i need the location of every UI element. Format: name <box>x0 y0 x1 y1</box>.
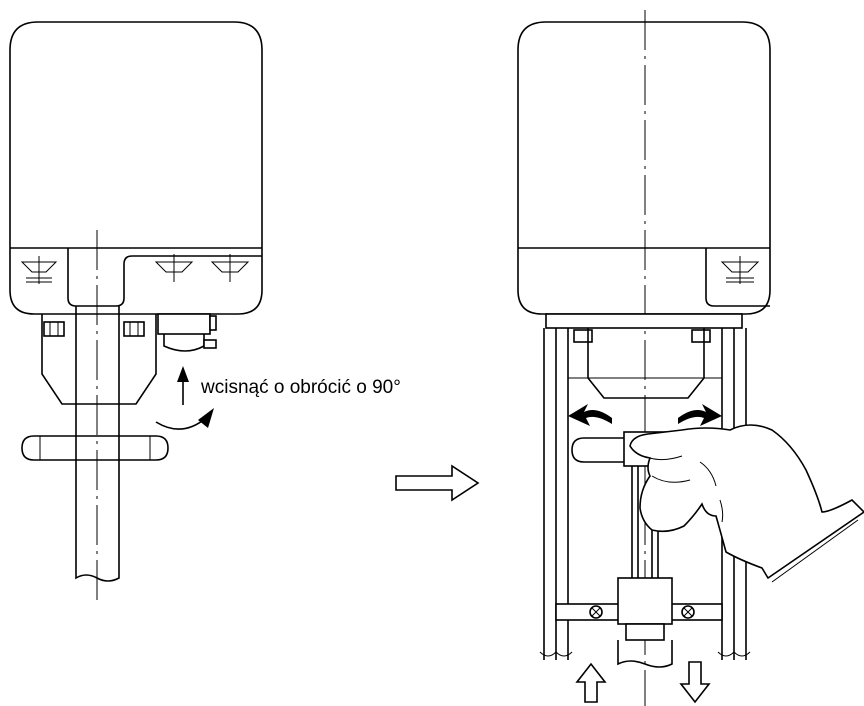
left-nut-1 <box>43 321 65 337</box>
left-screw-1 <box>20 256 58 284</box>
hand-illustration <box>629 424 864 583</box>
rotate-left-arrow <box>568 404 612 426</box>
right-actuator-view <box>517 10 864 706</box>
transition-arrow <box>395 464 480 502</box>
right-housing-notch <box>705 248 770 307</box>
left-housing-notch <box>67 248 262 307</box>
right-spindle <box>631 466 659 578</box>
push-up-arrow <box>177 366 189 405</box>
right-screw <box>720 256 760 284</box>
right-actuator-housing <box>517 21 771 315</box>
left-spindle <box>75 306 120 582</box>
clamp-screw-right <box>681 605 695 619</box>
instruction-label: wcisnąć o obrócić o 90° <box>200 377 401 398</box>
left-lower-body <box>41 314 157 405</box>
rotate-arrow <box>155 408 214 430</box>
left-handle <box>21 435 169 461</box>
left-actuator-housing <box>9 21 263 315</box>
right-nut-2 <box>691 329 711 343</box>
up-hollow-arrow <box>575 662 607 703</box>
left-nut-2 <box>123 321 145 337</box>
right-lower-body <box>587 328 705 399</box>
right-coupling-block <box>617 577 673 625</box>
rotate-right-arrow <box>678 404 722 426</box>
left-screw-2 <box>154 254 194 282</box>
right-nut-1 <box>573 329 593 343</box>
right-mounting-plate <box>545 313 743 329</box>
left-screw-3 <box>210 254 250 282</box>
clamp-screw-left <box>589 605 603 619</box>
left-actuator-view: wcisnąć o obrócić o 90° <box>9 21 401 600</box>
down-hollow-arrow <box>679 661 711 704</box>
left-lock-button <box>157 313 217 352</box>
